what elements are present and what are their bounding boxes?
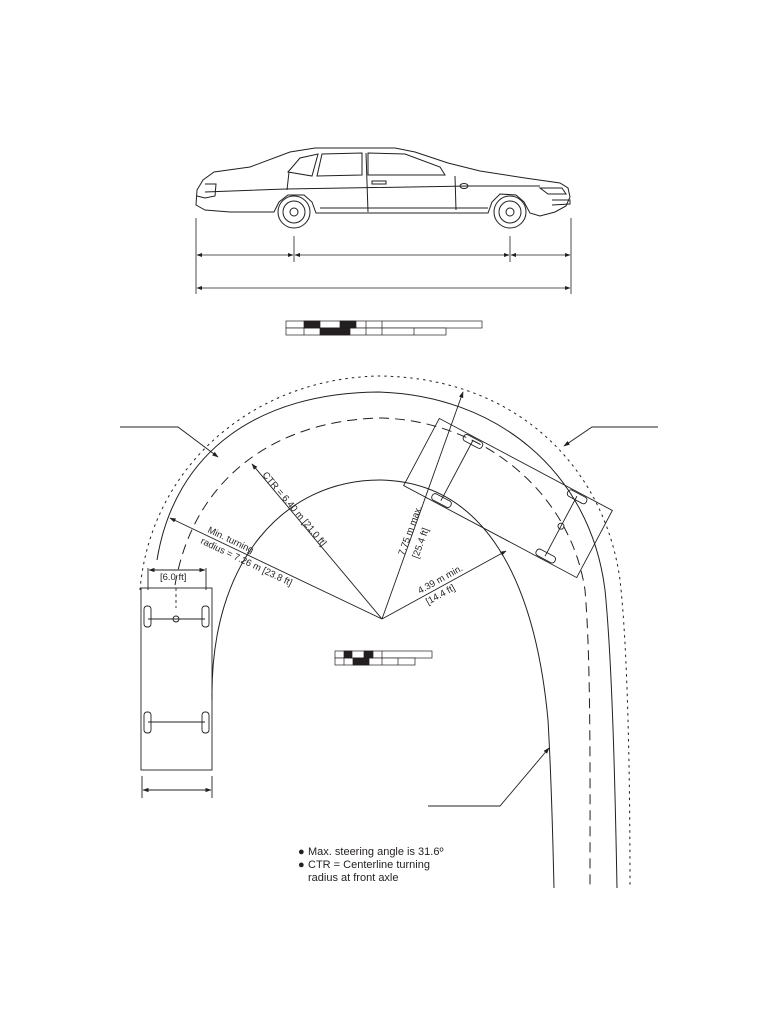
note-line: CTR = Centerline turning xyxy=(308,859,430,871)
leader-outer-path-left xyxy=(120,426,219,458)
max-radius-line xyxy=(381,391,464,620)
car-headlight xyxy=(538,187,567,195)
turning-paths xyxy=(139,375,631,889)
note-steering-angle: ● Max. steering angle is 31.6º xyxy=(298,846,443,859)
bullet: ● xyxy=(298,859,305,871)
car-door-handle xyxy=(371,180,387,185)
centerline-path xyxy=(174,417,591,889)
side-dimension-lines xyxy=(195,218,572,294)
leader-lines xyxy=(120,426,658,807)
vehicle-width-label: [6.0 ft] xyxy=(160,572,186,583)
note-text: Max. steering angle is 31.6º xyxy=(308,846,443,859)
note-line: Max. steering angle is 31.6º xyxy=(308,846,444,858)
note-text: CTR = Centerline turning radius at front… xyxy=(308,859,430,885)
car-mirror xyxy=(459,183,469,189)
car-door-split-line xyxy=(365,152,369,213)
leader-inner-path xyxy=(428,747,550,807)
outer-body-path xyxy=(139,375,631,889)
car-rear-wheel xyxy=(277,195,311,229)
note-line: radius at front axle xyxy=(308,872,399,884)
ctr-radius-line xyxy=(251,463,383,620)
ctr-label: CTR = 6.40 m [21.0 ft] xyxy=(260,470,329,549)
radius-lines xyxy=(169,391,507,620)
scale-bar-bottom xyxy=(334,650,433,666)
inner-wheel-path xyxy=(211,479,555,889)
vehicle-plan-start xyxy=(140,567,213,798)
bullet: ● xyxy=(298,846,305,858)
car-rear-window xyxy=(287,153,319,177)
notes-list: ● Max. steering angle is 31.6º ● CTR = C… xyxy=(298,846,443,885)
car-rear-door-window xyxy=(316,152,363,177)
outer-wheel-path xyxy=(156,391,618,889)
car-rear-bumper xyxy=(196,183,217,199)
car-belt-line xyxy=(204,185,540,193)
scale-bar-top xyxy=(285,320,483,336)
car-front-wheel xyxy=(493,195,527,229)
min-turning-radius-line xyxy=(169,517,383,620)
car-side-elevation xyxy=(195,147,571,229)
vehicle-plan-turned xyxy=(403,417,613,579)
car-front-door-line xyxy=(454,175,457,211)
note-ctr-definition: ● CTR = Centerline turning radius at fro… xyxy=(298,859,443,885)
leader-outer-path-right xyxy=(563,426,658,447)
car-body-outline xyxy=(195,147,571,217)
min-inner-radius-line xyxy=(381,550,507,620)
car-front-door-window xyxy=(367,152,446,176)
